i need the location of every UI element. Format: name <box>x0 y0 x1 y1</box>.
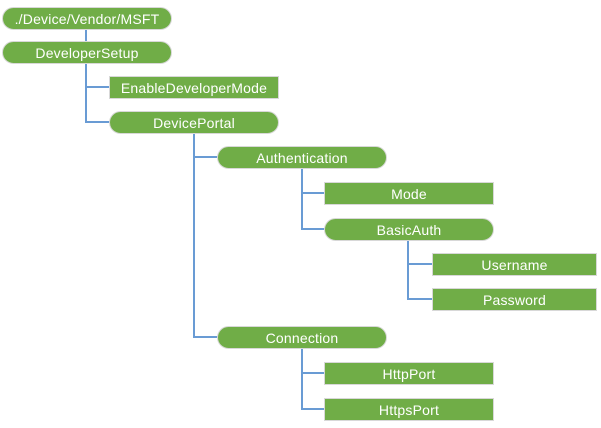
node-enabledevelopermode: EnableDeveloperMode <box>109 76 279 99</box>
connector-connection-stem <box>301 348 303 410</box>
node-deviceportal: DevicePortal <box>109 111 279 134</box>
connector-branch-password <box>407 298 433 300</box>
connector-branch-basicauth <box>301 228 325 230</box>
connector-root-developersetup <box>85 29 87 42</box>
connector-branch-username <box>407 263 433 265</box>
node-mode: Mode <box>324 182 494 205</box>
node-authentication: Authentication <box>217 146 387 169</box>
connector-branch-connection <box>193 336 218 338</box>
node-connection: Connection <box>217 326 387 349</box>
connector-authentication-stem <box>301 168 303 230</box>
connector-branch-enabledevelopermode <box>85 86 110 88</box>
node-httpsport: HttpsPort <box>324 398 494 421</box>
node-root: ./Device/Vendor/MSFT <box>2 7 172 30</box>
node-password: Password <box>432 288 597 311</box>
connector-branch-httpport <box>301 372 325 374</box>
connector-branch-deviceportal <box>85 121 110 123</box>
node-httpport: HttpPort <box>324 362 494 385</box>
connector-basicauth-stem <box>407 240 409 300</box>
node-basicauth: BasicAuth <box>324 218 494 241</box>
connector-branch-httpsport <box>301 408 325 410</box>
connector-branch-mode <box>301 192 325 194</box>
connector-branch-authentication <box>193 156 218 158</box>
node-developersetup: DeveloperSetup <box>2 41 172 64</box>
node-username: Username <box>432 253 597 276</box>
connector-developersetup-stem <box>85 63 87 123</box>
connector-deviceportal-stem <box>193 133 195 338</box>
